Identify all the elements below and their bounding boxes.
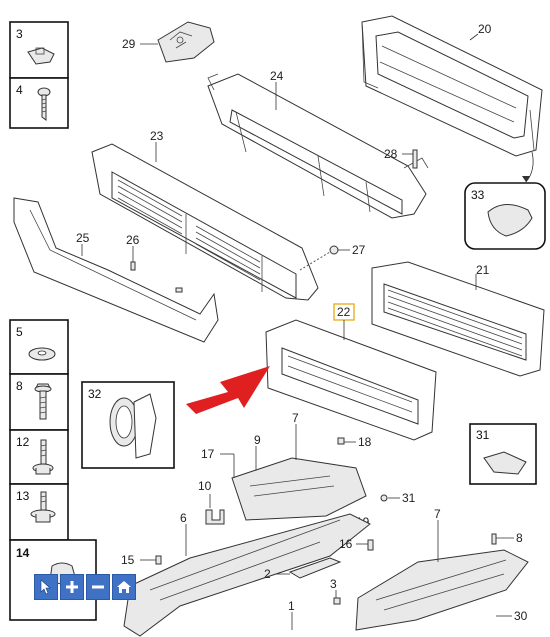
- part-box-8[interactable]: 8: [9, 373, 69, 431]
- louver-slats: [117, 179, 261, 281]
- callout-7-right: 7: [434, 507, 441, 521]
- part-20[interactable]: 20: [361, 15, 543, 157]
- part-box-8-number: 8: [16, 379, 23, 393]
- part-1[interactable]: 1: [288, 599, 295, 630]
- clip-nut-icon: [27, 47, 55, 65]
- part-30[interactable]: 30: [496, 609, 528, 623]
- cursor-select-button[interactable]: [34, 574, 58, 600]
- callout-25: 25: [76, 231, 90, 245]
- cursor-select-icon: [40, 579, 51, 595]
- part-7-right[interactable]: 7: [355, 507, 529, 631]
- home-button[interactable]: [112, 574, 136, 600]
- callout-7-left: 7: [292, 411, 299, 425]
- stud-bolt-icon: [32, 439, 54, 475]
- part-box-4-number: 4: [16, 83, 23, 97]
- callout-3-lower: 3: [330, 577, 337, 591]
- callout-1: 1: [288, 599, 295, 613]
- part-27[interactable]: 27: [299, 243, 366, 271]
- part-box-31[interactable]: 31: [469, 423, 537, 485]
- part-8-screw[interactable]: 8: [491, 531, 523, 545]
- callout-26: 26: [126, 233, 140, 247]
- part-23[interactable]: 23: [91, 129, 319, 301]
- part-2[interactable]: 2: [264, 557, 342, 581]
- viewer-toolbar: [34, 574, 136, 600]
- part-box-33-number: 33: [471, 188, 485, 202]
- callout-31-small: 31: [402, 491, 416, 505]
- dashed-assembly-line: [299, 251, 331, 271]
- red-pointer-arrow-icon: [186, 366, 270, 414]
- callout-22: 22: [337, 305, 351, 319]
- callout-15: 15: [121, 553, 135, 567]
- part-22[interactable]: 22: [265, 303, 437, 441]
- part-16[interactable]: 16: [339, 537, 374, 551]
- part-3-lower[interactable]: 3: [330, 577, 341, 605]
- callout-21: 21: [476, 263, 490, 277]
- callout-28: 28: [384, 147, 398, 161]
- callout-8: 8: [516, 531, 523, 545]
- callout-18: 18: [358, 435, 372, 449]
- part-box-5-number: 5: [16, 325, 23, 339]
- callout-30: 30: [514, 609, 528, 623]
- part-box-4[interactable]: 4: [9, 77, 69, 129]
- part-31-small[interactable]: 31: [380, 491, 416, 505]
- callout-29: 29: [122, 37, 136, 51]
- part-box-5[interactable]: 5: [9, 319, 69, 375]
- part-17[interactable]: 17: [201, 447, 235, 478]
- part-9[interactable]: 9: [254, 433, 261, 470]
- zoom-in-button[interactable]: [60, 574, 84, 600]
- screw-icon: [37, 87, 51, 121]
- part-box-13-number: 13: [16, 489, 30, 503]
- flange-bolt-icon: [30, 491, 56, 523]
- pointer-arrowhead: [522, 176, 530, 182]
- part-26[interactable]: 26: [126, 233, 183, 293]
- zoom-out-button[interactable]: [86, 574, 110, 600]
- part-box-31-number: 31: [476, 428, 490, 442]
- part-box-12[interactable]: 12: [9, 429, 69, 485]
- callout-23: 23: [150, 129, 164, 143]
- zoom-out-icon: [92, 585, 104, 589]
- part-29[interactable]: 29: [122, 21, 215, 63]
- part-box-3[interactable]: 3: [9, 21, 69, 79]
- part-box-32[interactable]: 32: [81, 381, 175, 469]
- callout-6: 6: [180, 511, 187, 525]
- clip-33-icon: [487, 204, 533, 237]
- callout-20: 20: [478, 22, 492, 36]
- part-box-14-number: 14: [16, 546, 30, 560]
- callout-10: 10: [198, 479, 212, 493]
- clip-nut-slot: [35, 47, 45, 55]
- part-box-33[interactable]: 33: [464, 182, 546, 250]
- part-6[interactable]: 6: [123, 511, 371, 637]
- part-28[interactable]: 28: [384, 147, 418, 169]
- washer-icon: [28, 347, 56, 361]
- pointer-to-33: [525, 151, 534, 183]
- part-box-13[interactable]: 13: [9, 483, 69, 541]
- callout-24: 24: [270, 69, 284, 83]
- part-21[interactable]: 21: [371, 261, 545, 377]
- part-24[interactable]: 24: [207, 69, 429, 219]
- bolt-icon: [34, 383, 52, 420]
- callout-17: 17: [201, 447, 215, 461]
- part-box-12-number: 12: [16, 435, 30, 449]
- part-15[interactable]: 15: [121, 553, 162, 567]
- clip-31-icon: [483, 451, 527, 475]
- part-18[interactable]: 18: [337, 435, 372, 449]
- part-7-left[interactable]: 7: [231, 411, 367, 521]
- part-10[interactable]: 10: [198, 479, 225, 525]
- home-icon: [117, 581, 131, 593]
- callout-16: 16: [339, 537, 353, 551]
- callout-27: 27: [352, 243, 366, 257]
- part-box-32-number: 32: [88, 387, 102, 401]
- part-25[interactable]: 25: [13, 197, 219, 343]
- part-box-3-number: 3: [16, 27, 23, 41]
- sensor-bracket-icon: [109, 393, 157, 459]
- callout-2: 2: [264, 567, 271, 581]
- callout-9: 9: [254, 433, 261, 447]
- zoom-in-icon: [66, 581, 78, 593]
